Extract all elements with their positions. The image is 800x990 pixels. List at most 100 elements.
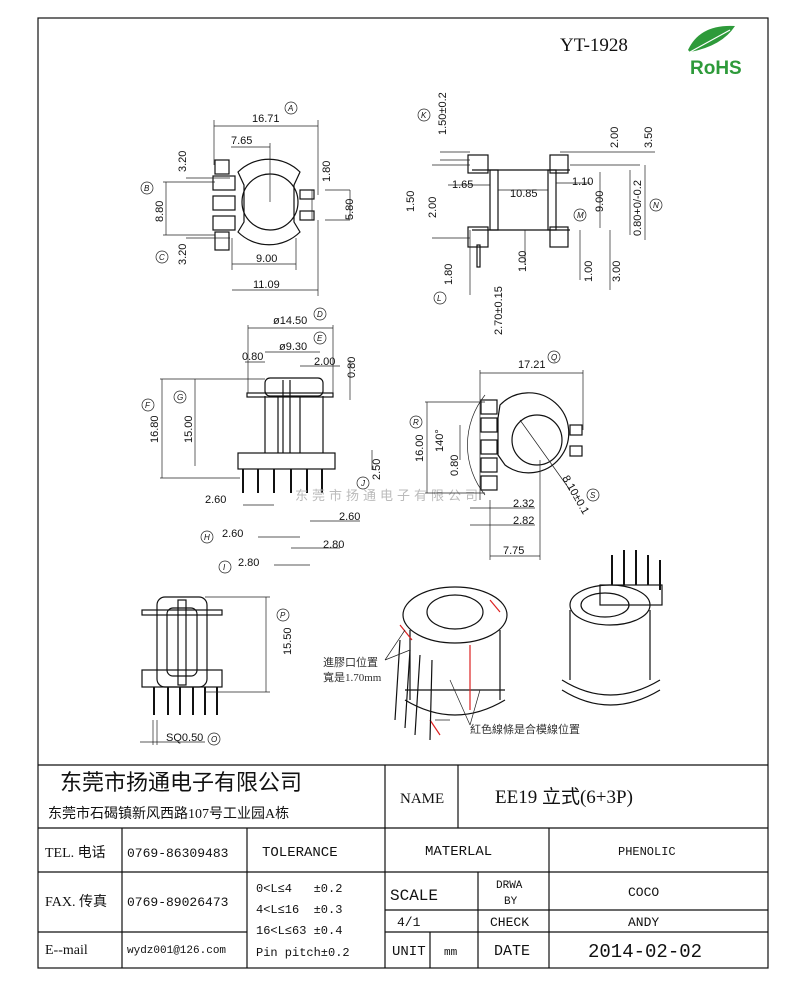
marker-label: S [590,491,596,500]
dim-label: 2.60 [222,528,243,540]
dim-label: SQ0.50 [166,732,203,744]
dim-label: 140° [434,429,446,452]
dim-label: 0.80+0/-0.2 [632,180,644,236]
check-value: ANDY [628,915,659,930]
dim-label: ø14.50 [273,315,307,327]
material-value: PHENOLIC [618,845,676,859]
dim-label: ø9.30 [279,341,307,353]
date-label: DATE [494,943,530,960]
marker-label: L [437,294,441,303]
tolerance-label: TOLERANCE [262,845,338,861]
scale-value: 4/1 [397,915,421,930]
unit-value: mm [444,947,458,959]
part-number: YT-1928 [560,35,628,56]
dim-label: 1.00 [583,261,595,282]
unit-label: UNIT [392,944,426,960]
dim-label: 15.00 [183,415,195,443]
dim-label: 2.00 [314,356,335,368]
dim-label: 8.10±0.1 [559,474,591,517]
dim-label: 1.00 [517,251,529,272]
marker-label: D [317,310,323,319]
drawn-by-label: BY [504,896,518,908]
dim-label: 3.20 [177,151,189,172]
tel-label: TEL. 电话 [45,845,106,861]
rohs-text: RoHS [690,58,742,79]
dim-label: 1.65 [452,179,473,191]
marker-label: J [360,479,366,488]
marker-label: O [211,735,217,744]
date-value: 2014-02-02 [588,941,702,963]
drawn-by-value: COCO [628,885,659,900]
top-view: 16.71 7.65 3.20 8.80 3.20 1.80 5.80 9.00… [140,101,356,296]
bottom-view: 17.21 16.00 140° 0.80 8.10±0.1 2.32 2.82… [409,350,600,560]
marker-label: A [287,104,293,113]
email-value: wydz001@126.com [127,945,226,957]
dim-label: 1.80 [443,264,455,285]
dim-label: 9.00 [594,191,606,212]
company-address: 东莞市石碣镇新风西路107号工业园A栋 [48,805,289,822]
dim-label: 3.20 [177,244,189,265]
front-view: ø14.50 ø9.30 0.80 2.00 0.80 16.80 15.00 … [141,307,383,574]
dim-label: 0.80 [449,455,461,476]
check-label: CHECK [490,915,529,930]
dim-label: 2.50 [371,459,383,480]
marker-label: R [413,418,419,427]
drawn-by-label: DRWA [496,880,523,892]
gate-note-line1: 進膠口位置 [323,655,378,669]
drawing-border [37,17,769,969]
scale-label: SCALE [390,887,438,905]
dim-label: 16.71 [252,113,280,125]
rohs-logo: RoHS [688,25,742,79]
name-label: NAME [400,791,444,807]
dim-label: 5.80 [344,199,356,220]
dim-label: 1.80 [321,161,333,182]
dim-label: 0.80 [346,357,358,378]
marker-label: K [421,111,427,120]
marker-label: H [204,533,210,542]
dim-label: 10.85 [510,188,538,200]
fax-label: FAX. 传真 [45,894,107,910]
dim-label: 17.21 [518,359,546,371]
dim-label: 0.80 [242,351,263,363]
marker-label: Q [551,353,557,362]
company-name: 东莞市扬通电子有限公司 [60,770,302,795]
fax-value: 0769-89026473 [127,895,228,910]
marker-label: B [144,184,150,193]
tolerance-line: 16<L≤63 ±0.4 [256,924,342,938]
dim-label: 2.60 [339,511,360,523]
marker-label: I [223,563,226,572]
dim-label: 3.50 [643,127,655,148]
marker-label: F [145,401,151,410]
dim-label: 2.70±0.15 [493,286,505,335]
marker-label: P [280,611,286,620]
watermark: 东莞市扬通电子有限公司 [295,488,482,503]
marker-label: C [159,253,165,262]
isometric-view-front [384,586,508,741]
marker-label: E [317,334,323,343]
side-view: 1.50±0.2 2.00 3.50 1.50 2.00 1.65 10.85 … [405,92,663,335]
dim-label: 1.10 [572,176,593,188]
dim-label: 2.82 [513,515,534,527]
parting-line-note: 紅色線條是合模線位置 [470,722,580,736]
gate-note-line2: 寬是1.70mm [323,670,382,684]
dim-label: 7.65 [231,135,252,147]
marker-label: G [177,393,183,402]
marker-label: M [577,211,584,220]
dim-label: 7.75 [503,545,524,557]
tolerance-line: Pin pitch±0.2 [256,946,350,960]
dim-label: 1.50 [405,191,417,212]
dim-label: 2.60 [205,494,226,506]
dim-label: 11.09 [253,279,280,291]
dim-label: 2.80 [238,557,259,569]
tolerance-line: 4<L≤16 ±0.3 [256,903,342,917]
marker-label: N [653,201,659,210]
dim-label: 15.50 [282,627,294,655]
dim-label: 8.80 [154,201,166,222]
dim-label: 9.00 [256,253,277,265]
material-label: MATERLAL [425,844,492,860]
part-name: EE19 立式(6+3P) [495,786,633,808]
tel-value: 0769-86309483 [127,846,228,861]
title-block: 东莞市扬通电子有限公司 东莞市石碣镇新风西路107号工业园A栋 NAME EE1… [38,764,768,968]
dim-label: 2.80 [323,539,344,551]
